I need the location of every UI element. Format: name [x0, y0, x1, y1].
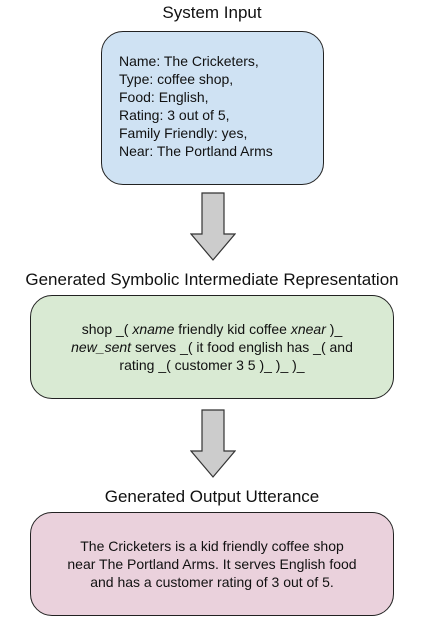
output-line-1: The Cricketers is a kid friendly coffee …	[80, 538, 344, 554]
representation-line-3: rating _( customer 3 5 )_ )_ )_	[119, 357, 305, 373]
output-line-3: and has a customer rating of 3 out of 5.	[90, 574, 334, 590]
output-box: The Cricketers is a kid friendly coffee …	[30, 512, 394, 616]
xnear-token: xnear	[290, 321, 326, 337]
rep-line1-e: )_	[325, 321, 343, 337]
down-arrow-icon	[190, 409, 236, 478]
input-line-name: Name: The Cricketers,	[119, 53, 259, 69]
input-line-near: Near: The Portland Arms	[119, 143, 273, 159]
representation-line-2: new_sent serves _( it food english has _…	[41, 338, 383, 356]
representation-box: shop _( xname friendly kid coffee xnear …	[30, 295, 394, 399]
system-input-heading: System Input	[162, 3, 262, 22]
output-line-2: near The Portland Arms. It serves Englis…	[67, 556, 357, 572]
input-line-family-friendly: Family Friendly: yes,	[119, 125, 248, 141]
rep-line2-b: serves _( it food english has _( and	[131, 339, 353, 355]
output-heading: Generated Output Utterance	[104, 487, 320, 506]
new-sent-token: new_sent	[71, 339, 132, 355]
representation-line-1: shop _( xname friendly kid coffee xnear …	[41, 320, 383, 338]
down-arrow-icon	[190, 192, 236, 261]
rep-line1-c: friendly kid coffee	[174, 321, 291, 337]
system-input-box: Name: The Cricketers, Type: coffee shop,…	[101, 31, 324, 185]
input-line-food: Food: English,	[119, 89, 209, 105]
rep-line1-a: shop _(	[81, 321, 133, 337]
input-line-type: Type: coffee shop,	[119, 71, 234, 87]
xname-token: xname	[132, 321, 175, 337]
representation-heading: Generated Symbolic Intermediate Represen…	[25, 270, 399, 289]
input-line-rating: Rating: 3 out of 5,	[119, 107, 230, 123]
